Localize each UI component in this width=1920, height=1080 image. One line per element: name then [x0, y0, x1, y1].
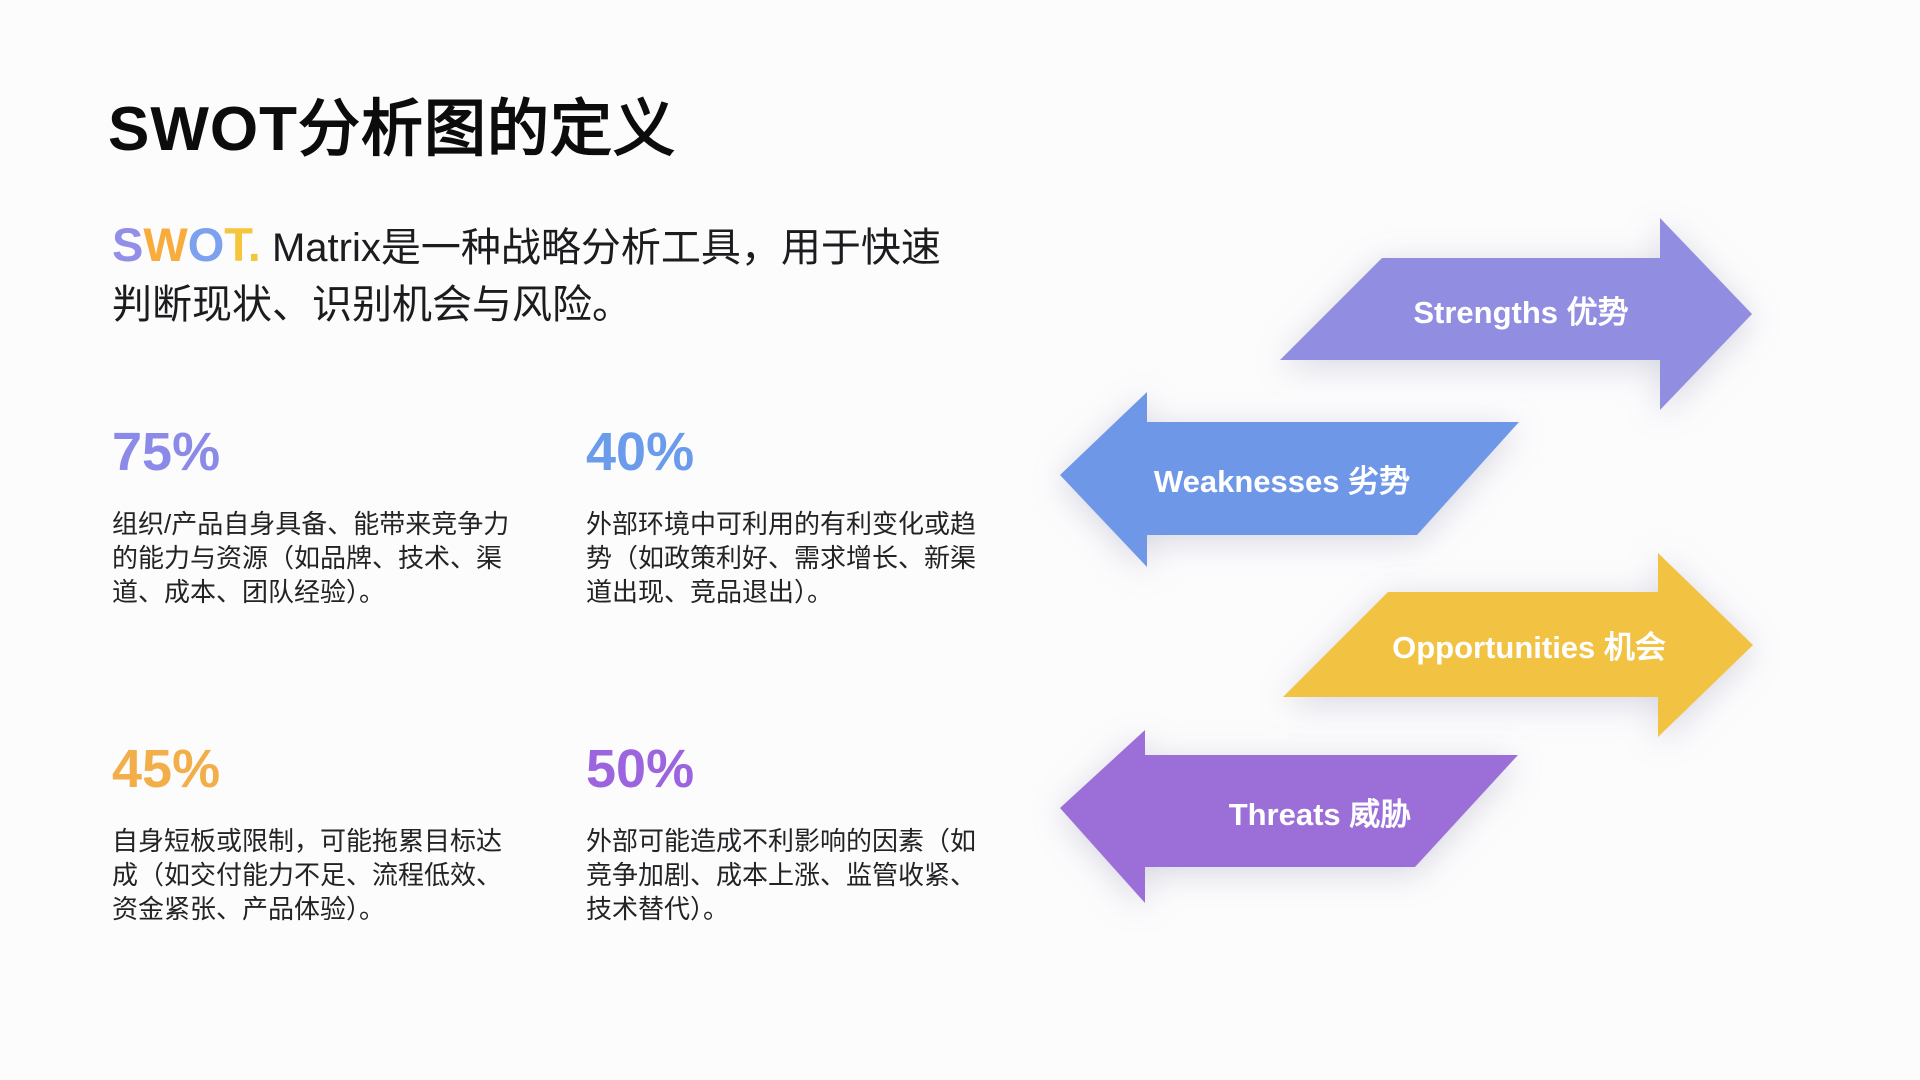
- stat-threats-value: 50%: [586, 739, 695, 799]
- weaknesses-arrow-shape: [1060, 392, 1519, 567]
- weaknesses-arrow: Weaknesses 劣势: [1060, 392, 1519, 567]
- strengths-arrow: Strengths 优势: [1280, 218, 1752, 410]
- stat-weaknesses: 45% 自身短板或限制，可能拖累目标达成（如交付能力不足、流程低效、资金紧张、产…: [112, 741, 510, 926]
- intro-text: Matrix是一种战略分析工具，用于快速判断现状、识别机会与风险。: [112, 226, 941, 327]
- threats-arrow-shape: [1060, 730, 1518, 903]
- swot-letter-t: T: [224, 218, 248, 271]
- stat-strengths-value: 75%: [112, 422, 221, 482]
- swot-letter-s: S: [112, 218, 144, 271]
- swot-letter-w: W: [143, 218, 188, 271]
- stat-opportunities: 40% 外部环境中可利用的有利变化或趋势（如政策利好、需求增长、新渠道出现、竞品…: [586, 424, 984, 609]
- threats-arrow: Threats 威胁: [1060, 730, 1518, 903]
- right-arrow-icon: [1283, 553, 1753, 737]
- stat-opportunities-value: 40%: [586, 422, 695, 482]
- stat-strengths: 75% 组织/产品自身具备、能带来竞争力的能力与资源（如品牌、技术、渠道、成本、…: [112, 424, 510, 609]
- weaknesses-arrow-label: Weaknesses 劣势: [1153, 464, 1411, 499]
- opportunities-arrow-shape: [1283, 553, 1753, 737]
- right-arrow-icon: [1280, 218, 1752, 410]
- threats-arrow-label: Threats 威胁: [1228, 796, 1412, 832]
- stat-strengths-description: 组织/产品自身具备、能带来竞争力的能力与资源（如品牌、技术、渠道、成本、团队经验…: [112, 508, 510, 607]
- stat-threats-description: 外部可能造成不利影响的因素（如竞争加剧、成本上涨、监管收紧、技术替代）。: [586, 825, 977, 924]
- strengths-arrow-shape: [1280, 218, 1752, 410]
- opportunities-arrow-label: Opportunities 机会: [1392, 630, 1666, 665]
- swot-letter-o: O: [187, 218, 225, 271]
- stat-opportunities-description: 外部环境中可利用的有利变化或趋势（如政策利好、需求增长、新渠道出现、竞品退出）。: [586, 508, 977, 607]
- opportunities-arrow: Opportunities 机会: [1283, 553, 1753, 737]
- stat-weaknesses-value: 45%: [112, 739, 221, 799]
- strengths-arrow-label: Strengths 优势: [1413, 294, 1629, 330]
- stat-weaknesses-description: 自身短板或限制，可能拖累目标达成（如交付能力不足、流程低效、资金紧张、产品体验）…: [112, 825, 503, 924]
- intro-paragraph: SWOT. Matrix是一种战略分析工具，用于快速判断现状、识别机会与风险。: [112, 216, 960, 334]
- stat-threats: 50% 外部可能造成不利影响的因素（如竞争加剧、成本上涨、监管收紧、技术替代）。: [586, 741, 984, 926]
- left-arrow-icon: [1060, 392, 1519, 567]
- page-title: SWOT分析图的定义: [108, 95, 676, 164]
- left-arrow-icon: [1060, 730, 1518, 903]
- swot-period: .: [247, 218, 261, 271]
